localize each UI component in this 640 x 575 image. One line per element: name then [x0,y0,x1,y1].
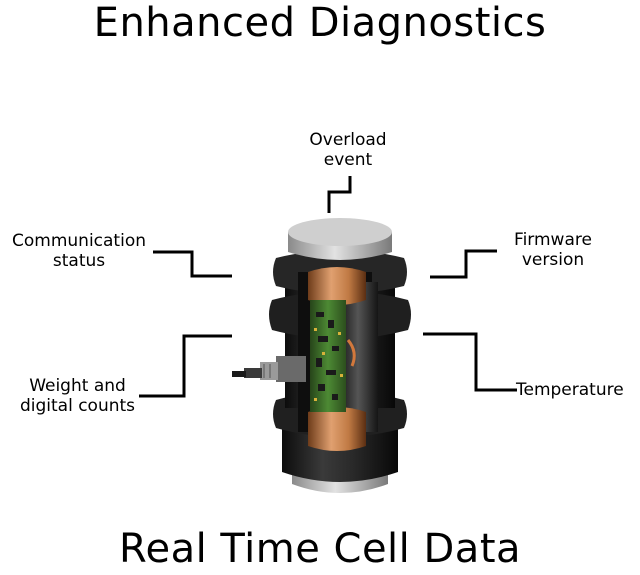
callout-firmware-line1: Firmware [514,230,592,250]
leader-temperature [423,332,517,392]
wire [346,339,356,367]
top-cap-face [288,218,392,246]
load-cell-illustration [232,218,411,493]
leader-weight [139,334,232,398]
diagram-title: Enhanced Diagnostics [93,0,547,46]
leader-overload [327,176,352,213]
diagram-subtitle: Real Time Cell Data [118,526,522,572]
callout-overload-line1: Overload [309,130,387,150]
circuit-board [310,300,346,412]
copper-upper [308,267,366,305]
callout-weight-line1: Weight and [29,376,126,396]
callout-weight-line2: digital counts [19,396,136,416]
callout-communication-line1: Communication [12,231,146,251]
pcb-highlights [314,328,343,401]
connector [232,356,306,382]
leader-firmware [430,249,497,279]
leader-communication [153,250,232,278]
callout-firmware-line2: version [521,250,585,270]
callout-firmware-version: Firmware version [498,230,608,270]
pcb-components [316,312,339,400]
callout-weight-digital-counts: Weight and digital counts [10,376,145,416]
callout-lines [139,176,517,398]
copper-lower [308,407,366,451]
callout-temperature-line1: Temperature [516,380,624,400]
callout-temperature: Temperature [516,380,640,400]
callout-overload-event: Overload event [302,130,394,170]
callout-overload-line2: event [323,150,373,170]
callout-communication-status: Communication status [4,231,154,271]
callout-communication-line2: status [52,251,106,271]
